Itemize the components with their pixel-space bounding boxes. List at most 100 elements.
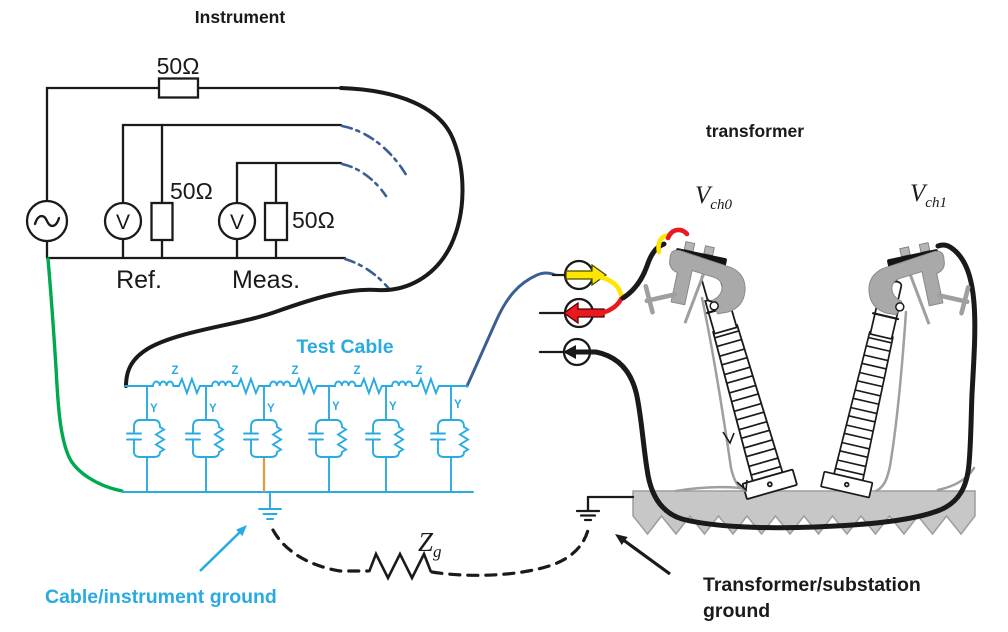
- resistor-meas-value: 50Ω: [292, 207, 335, 233]
- clamp-body: [868, 250, 945, 316]
- test-cable-network: Test Cable Z Z Z Z Z: [121, 336, 474, 520]
- shunt-admittance: [243, 419, 283, 458]
- y-label-2: Y: [209, 403, 217, 415]
- shield-cable-loop-to-clamp1: [593, 242, 978, 531]
- resistor-ref-body: [150, 201, 174, 242]
- bushing-band: [872, 312, 900, 321]
- cable-break-mark-1: [340, 124, 410, 180]
- series-impedance: [328, 376, 387, 396]
- z-label-2: Z: [231, 365, 238, 377]
- connector-return: [538, 297, 605, 329]
- meas-port-label: Meas.: [232, 266, 300, 294]
- ac-sine-icon: [33, 214, 61, 228]
- transformer-ground-label-line2: ground: [703, 600, 770, 622]
- series-impedance: [205, 376, 265, 396]
- z-section-3: [263, 376, 330, 396]
- shield-arrow-icon: [563, 345, 597, 359]
- callout-arrow-line: [199, 531, 241, 572]
- resistor-ref-value: 50Ω: [170, 178, 213, 204]
- z-section-5: [385, 376, 452, 396]
- bushing-sheds: [835, 336, 892, 476]
- callout-arrow-line: [621, 537, 671, 576]
- voltmeter-ref-circle: [103, 201, 143, 241]
- signal-out-arrow-icon: [565, 263, 608, 287]
- resistor-meas-body: [263, 201, 289, 242]
- red-lead-wire: [599, 296, 624, 316]
- cable-instrument-ground-symbol: [258, 491, 282, 520]
- clamp-jaw-eye: [895, 302, 905, 312]
- bottom-rail-wire: [45, 237, 347, 260]
- bushing-0-ground-strap: [700, 296, 748, 493]
- voltmeter-meas-label: V: [230, 211, 244, 234]
- strap-arrow-icon-2: [736, 479, 748, 492]
- clamp-1: [868, 242, 971, 325]
- z-section-2: [205, 376, 265, 396]
- resistor-body: [157, 77, 200, 99]
- callout-arrowhead-icon: [236, 525, 247, 537]
- y-label-6: Y: [454, 399, 462, 411]
- z-label-4: Z: [353, 365, 360, 377]
- red-clamp-stub-wire: [665, 227, 690, 241]
- y-branch-4: [308, 385, 348, 493]
- connector-shield: [538, 337, 597, 367]
- transformer-ground-callout: Transformer/substation ground: [615, 534, 921, 622]
- z-label-3: Z: [291, 365, 298, 377]
- transformer-title: transformer: [706, 121, 804, 141]
- bushing-sheds: [715, 330, 781, 476]
- shunt-admittance: [365, 419, 405, 458]
- ground-impedance-link: Zg: [271, 527, 590, 581]
- ground-icon: [258, 491, 282, 520]
- z-label-1: Z: [171, 365, 178, 377]
- z-label-5: Z: [415, 365, 422, 377]
- clamp-0: [643, 241, 746, 324]
- substation-ground-icon: [575, 495, 601, 522]
- terminal-pin: [899, 246, 911, 257]
- series-resistor-top: 50Ω: [157, 53, 200, 99]
- y-branch-6: [430, 385, 470, 493]
- z-section-4: [328, 376, 387, 396]
- y-label-5: Y: [389, 401, 397, 413]
- y-branch-2: [185, 385, 225, 493]
- measurement-channel: V 50Ω Meas.: [217, 201, 335, 294]
- resistor-value: 50Ω: [157, 53, 200, 79]
- instrument-title: Instrument: [195, 7, 286, 27]
- instrument-circuit: Instrument 50Ω V 50Ω Ref. V: [25, 7, 410, 294]
- y-label-1: Y: [150, 403, 158, 415]
- strap-arrow-icon-1: [722, 431, 735, 445]
- y-branch-3: [243, 385, 283, 492]
- flange-bolt: [843, 481, 850, 488]
- shunt-admittance: [308, 419, 348, 458]
- shunt-admittance: [430, 419, 470, 458]
- z-section-1: [146, 376, 207, 396]
- vch0-label: Vch0: [695, 182, 732, 213]
- yellow-lead-wire: [597, 274, 625, 300]
- shunt-admittance: [126, 419, 166, 458]
- terminal-pin: [703, 245, 715, 256]
- flange-bolt: [766, 481, 773, 488]
- signal-cable-loop-wire: [124, 86, 465, 388]
- y-label-3: Y: [267, 403, 275, 415]
- zg-label: Zg: [418, 527, 442, 561]
- shunt-admittance: [185, 419, 225, 458]
- top-rail-wire: [45, 86, 343, 203]
- series-impedance: [385, 376, 452, 396]
- cable-ground-callout: Cable/instrument ground: [45, 525, 277, 608]
- instrument-ground-wire-green: [46, 257, 124, 493]
- clamp-body: [669, 249, 746, 315]
- clamp-screw-handle: [959, 284, 971, 316]
- clamp-jaw-eye: [709, 301, 719, 311]
- bushing-1-ground-strap: [874, 310, 908, 493]
- transformer-ground-label-line1: Transformer/substation: [703, 574, 921, 596]
- ground-link-dashed-left: [271, 528, 370, 573]
- series-impedance: [263, 376, 330, 396]
- voltmeter-ref-label: V: [116, 211, 130, 234]
- cable-ground-label: Cable/instrument ground: [45, 586, 277, 608]
- meas-rail-wire: [235, 161, 343, 205]
- cable-to-connector-wire-blue: [465, 271, 556, 388]
- y-branch-1: [126, 385, 166, 493]
- connector-output: [551, 259, 608, 291]
- ground-link-dashed-right: [430, 528, 590, 577]
